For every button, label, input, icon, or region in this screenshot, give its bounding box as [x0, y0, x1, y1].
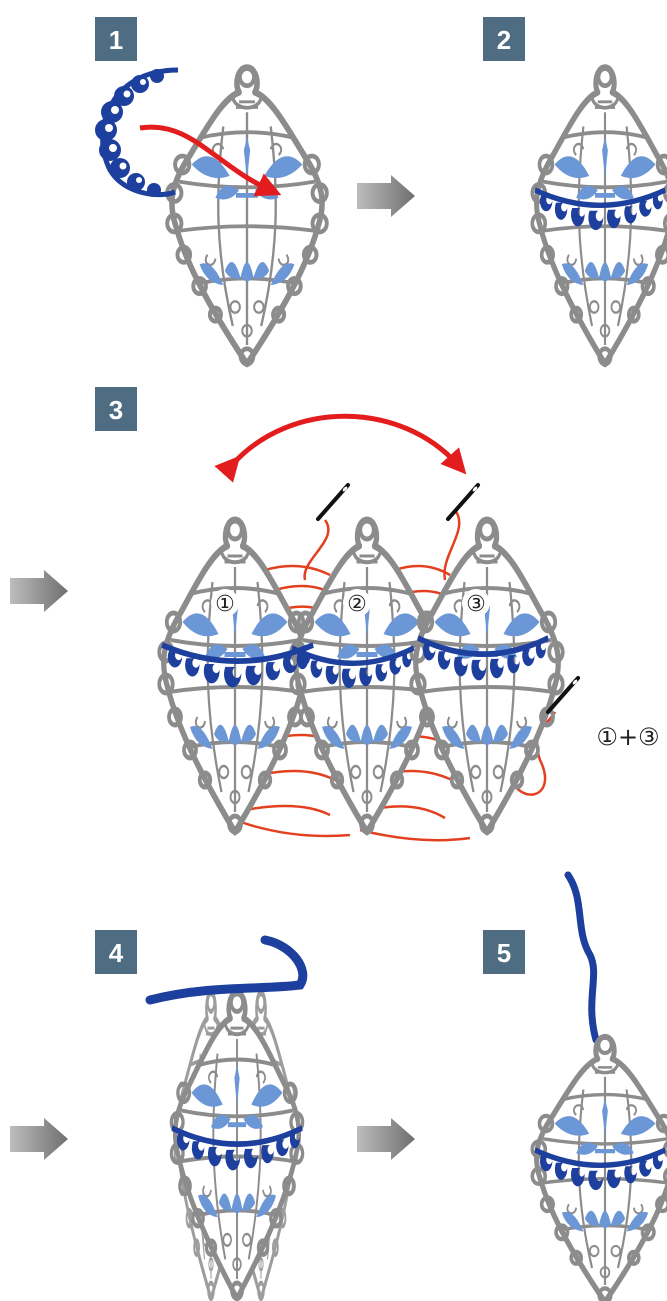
- step-arrow-icon: [357, 175, 415, 217]
- step-4-badge: 4: [95, 930, 137, 974]
- needle-icon: [446, 483, 481, 521]
- needle-icon: [316, 483, 351, 521]
- insert-arrow: [139, 124, 282, 197]
- step-3-panel: 3 ①: [10, 387, 660, 842]
- step-5-number: 5: [497, 938, 511, 968]
- step-1-panel: 1: [95, 17, 327, 364]
- step-arrow-icon: [10, 570, 68, 612]
- step-arrow-icon: [10, 1118, 68, 1160]
- step-2-badge: 2: [483, 17, 525, 61]
- ornament-label-2: ②: [343, 589, 371, 617]
- ornament-icon: [167, 68, 327, 364]
- step-3-badge: 3: [95, 387, 137, 431]
- ornament-label-1: ①: [211, 589, 239, 617]
- svg-text:①: ①: [215, 592, 235, 617]
- step-4-panel: 4: [10, 930, 308, 1299]
- ribbon-icon: [564, 871, 600, 1044]
- scalloped-trim-icon: [95, 67, 179, 198]
- ribbon-icon: [145, 935, 308, 1005]
- svg-text:③: ③: [466, 592, 486, 617]
- join-formula: ①+③: [596, 723, 659, 751]
- step-1-number: 1: [109, 25, 123, 55]
- step-arrow-icon: [357, 1118, 415, 1160]
- step-5-badge: 5: [483, 930, 525, 974]
- step-2-panel: 2: [483, 17, 667, 364]
- svg-text:②: ②: [347, 592, 367, 617]
- swap-arrow: [214, 413, 467, 483]
- step-1-badge: 1: [95, 17, 137, 61]
- step-5-panel: 5: [483, 871, 667, 1301]
- step-2-number: 2: [497, 25, 511, 55]
- step-3-number: 3: [109, 395, 123, 425]
- step-4-number: 4: [109, 938, 124, 968]
- ornament-label-3: ③: [462, 589, 490, 617]
